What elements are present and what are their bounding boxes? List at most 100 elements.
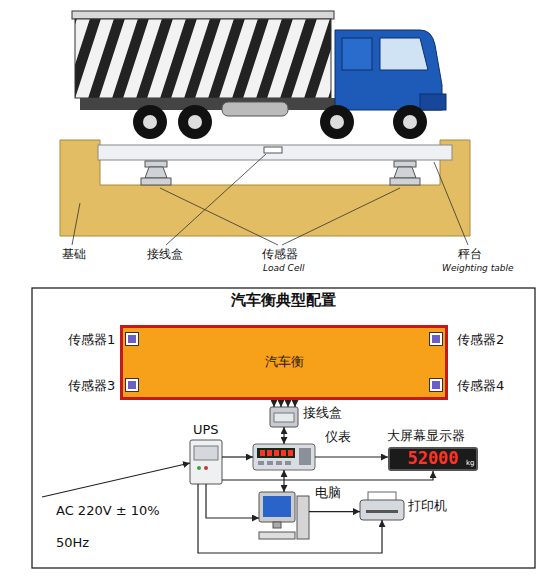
indicator-icon	[276, 461, 282, 465]
indicator-icon	[258, 461, 264, 465]
part-label: 传感器	[262, 248, 298, 262]
junction-box: 接线盒	[270, 407, 298, 427]
load-cell-marker: 传感器1	[126, 333, 138, 345]
printer-icon	[366, 510, 398, 513]
signal-connector	[222, 456, 253, 457]
signal-connector	[283, 427, 284, 444]
large-display: 大屏幕显示器52000kg	[388, 447, 478, 471]
indicator-icon	[274, 450, 279, 456]
truck	[342, 38, 372, 70]
weighbridge	[141, 178, 171, 185]
junction-box-icon	[270, 407, 298, 427]
truck	[75, 19, 331, 98]
junction-box-icon	[270, 407, 298, 427]
power-line	[42, 463, 190, 497]
weighbridge	[145, 167, 167, 178]
part-label: Weighting table	[442, 263, 513, 273]
node-label: UPS	[193, 423, 219, 438]
node-label: 传感器2	[457, 333, 504, 348]
indicator-icon	[299, 448, 311, 465]
diagram-title: 汽车衡典型配置	[32, 292, 535, 309]
weighbridge	[264, 147, 282, 153]
truck	[72, 11, 334, 19]
indicator-icon	[258, 448, 311, 465]
signal-connector	[222, 471, 433, 480]
part-label: 基础	[62, 248, 86, 262]
scale-platform: 汽车衡 传感器1 传感器2 传感器3 传感器4	[120, 325, 448, 400]
power-spec: 50Hz	[56, 536, 89, 551]
ups-icon	[194, 446, 218, 460]
load-cell-marker: 传感器3	[126, 379, 138, 391]
truck	[143, 115, 417, 129]
computer-icon	[259, 492, 295, 522]
indicator-icon	[253, 444, 315, 470]
node-label: 传感器3	[68, 379, 115, 394]
ups: UPS	[190, 440, 222, 484]
truck	[380, 38, 428, 70]
node-label: 电脑	[315, 486, 341, 501]
indicator-icon	[285, 461, 291, 465]
printer-icon	[360, 492, 404, 520]
node-label: 传感器4	[457, 379, 504, 394]
leader-line	[72, 154, 468, 245]
ups-icon	[204, 466, 208, 470]
signal-connector	[283, 470, 284, 492]
truck	[222, 102, 288, 116]
leader-line	[160, 188, 278, 245]
truck	[330, 115, 344, 129]
computer-icon	[297, 496, 309, 539]
truck	[143, 115, 157, 129]
ups-icon	[197, 466, 201, 470]
truck	[403, 115, 417, 129]
truck	[133, 105, 167, 139]
leader-line	[282, 188, 400, 245]
printer: 打印机	[360, 492, 404, 520]
junction-box-icon	[274, 413, 294, 422]
indicator-icon	[260, 450, 293, 456]
signal-connector	[206, 484, 259, 518]
node-label: 接线盒	[303, 406, 342, 421]
truck	[178, 105, 212, 139]
weighbridge	[98, 145, 452, 160]
indicator-icon	[288, 450, 293, 456]
weighbridge	[145, 161, 167, 167]
node-label: 传感器1	[68, 333, 115, 348]
node-label: 打印机	[408, 499, 447, 514]
node-label: 汽车衡	[265, 355, 304, 370]
computer: 电脑	[259, 492, 309, 540]
display-reading: 52000	[407, 450, 458, 467]
leader-line	[72, 203, 80, 245]
ups-icon	[190, 440, 222, 484]
signal-connector	[315, 456, 388, 457]
ups-icon	[190, 440, 222, 484]
weighbridge	[141, 161, 420, 185]
printer-icon	[360, 500, 404, 520]
leader-line	[434, 162, 468, 245]
load-cell-marker: 传感器4	[430, 379, 442, 391]
leader-line	[166, 154, 266, 245]
truck	[320, 105, 354, 139]
config-frame	[32, 288, 535, 568]
indicator-icon	[281, 450, 286, 456]
weighbridge	[394, 167, 416, 178]
indicator-icon	[260, 450, 265, 456]
truck	[188, 115, 202, 129]
node-label: 大屏幕显示器	[387, 429, 465, 444]
indicator-icon	[267, 450, 272, 456]
indicator-icon	[253, 444, 315, 470]
weighbridge	[390, 178, 420, 185]
indicator-icon	[267, 461, 273, 465]
computer-icon	[263, 496, 291, 517]
truck	[420, 94, 446, 110]
indicator-icon	[257, 448, 295, 458]
weighbridge	[394, 161, 416, 167]
part-label: Load Cell	[263, 263, 304, 273]
load-cell-marker: 传感器2	[430, 333, 442, 345]
computer-icon	[273, 522, 281, 528]
display-reading: kg	[466, 459, 475, 467]
weighing-indicator: 仪表	[253, 444, 315, 470]
computer-icon	[259, 532, 295, 539]
signal-connector	[198, 484, 382, 553]
part-label: 接线盒	[147, 248, 183, 262]
